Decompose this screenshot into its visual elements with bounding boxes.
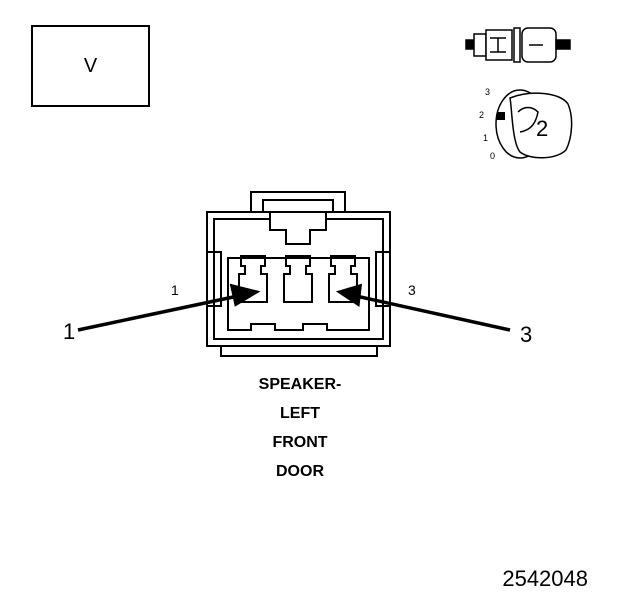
callout-number-3: 3 (520, 322, 533, 347)
cavity-label-1: 1 (171, 282, 179, 298)
key-position-2: 2 (479, 110, 485, 120)
plug-icon (465, 27, 571, 63)
arrowhead-1 (229, 283, 261, 307)
caption-line-2: LEFT (280, 405, 320, 422)
arrowhead-3 (335, 283, 363, 308)
cavity-label-3: 3 (408, 282, 416, 298)
callout-line-1 (77, 294, 239, 332)
caption-line-4: DOOR (276, 463, 324, 480)
key-position-0: 0 (490, 151, 496, 161)
view-code-label: V (83, 54, 98, 77)
caption-line-1: SPEAKER- (258, 376, 342, 393)
key-position-1: 1 (483, 133, 489, 143)
ignition-key-icon (495, 89, 573, 159)
caption-line-3: FRONT (272, 434, 328, 451)
callout-line-3 (355, 294, 511, 332)
callout-number-1: 1 (63, 319, 76, 344)
key-number: 2 (536, 116, 549, 141)
figure-number: 2542048 (502, 566, 588, 591)
callout-arrows (77, 283, 511, 332)
connector-body (206, 191, 391, 357)
key-position-3: 3 (485, 87, 491, 97)
view-code-box: V (31, 25, 150, 107)
